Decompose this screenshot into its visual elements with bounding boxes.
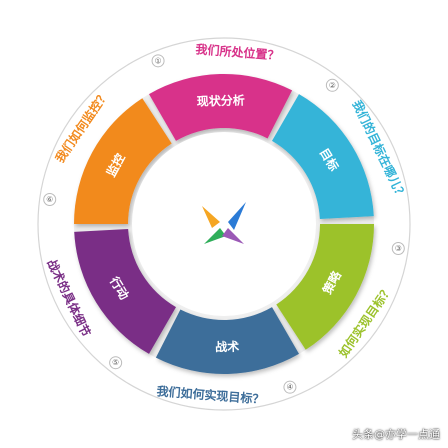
segment-label: 现状分析 <box>197 92 245 108</box>
cycle-segment <box>155 307 299 374</box>
logo-petal <box>202 206 220 228</box>
step-number: ③ <box>395 244 402 253</box>
logo-petal <box>228 202 246 230</box>
logo-icon <box>202 202 246 244</box>
inner-circle <box>132 132 316 316</box>
step-number-badge <box>109 356 123 370</box>
step-number: ⑥ <box>46 195 53 204</box>
step-question: 我们所处位置？ <box>195 41 280 63</box>
cycle-segment <box>74 229 176 354</box>
cycle-segment <box>149 74 293 141</box>
cycle-segment <box>276 224 374 350</box>
cycle-segment <box>74 98 172 224</box>
watermark: 头条@亦学一点通 <box>352 428 440 441</box>
step-number: ① <box>154 56 161 65</box>
step-number-badge <box>283 380 297 394</box>
cycle-segment <box>272 94 374 219</box>
segment-label: 战术 <box>215 339 239 355</box>
step-number-badge <box>43 193 57 207</box>
step-number: ④ <box>286 383 293 392</box>
step-number: ⑤ <box>112 358 119 367</box>
outer-ring <box>37 37 411 411</box>
step-number-badge <box>391 241 405 255</box>
step-number-badge <box>151 54 165 68</box>
logo-petal <box>204 228 226 244</box>
step-number-badge <box>325 78 339 92</box>
step-number: ② <box>329 81 336 90</box>
logo-petal <box>222 228 244 244</box>
